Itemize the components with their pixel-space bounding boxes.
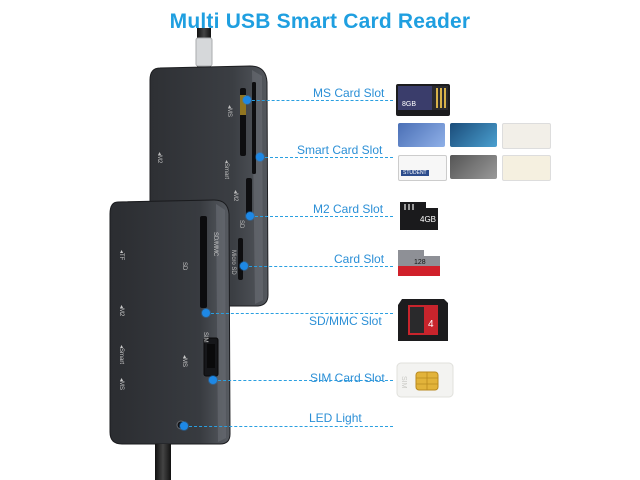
- label-ms-card-slot: MS Card Slot: [313, 86, 385, 100]
- svg-text:◂TF: ◂TF: [118, 250, 124, 261]
- sim-slot-dot: [209, 376, 217, 384]
- svg-text:128: 128: [414, 259, 426, 266]
- svg-text:SD: SD: [181, 262, 187, 271]
- back-slot-smart: [252, 82, 256, 174]
- micro-sd-card-icon: 128: [398, 250, 440, 276]
- sd-slot-dot: [202, 309, 210, 317]
- m2-slot-dot: [246, 212, 254, 220]
- m2-card-icon: 4GB: [400, 202, 438, 230]
- svg-text:SIM: SIM: [400, 376, 407, 389]
- card-slot-dot: [240, 262, 248, 270]
- svg-text:SD/MMC: SD/MMC: [212, 232, 218, 257]
- label-smart-card-slot: Smart Card Slot: [297, 143, 383, 157]
- svg-text:8GB: 8GB: [402, 101, 416, 108]
- back-slot-m2: [246, 178, 252, 218]
- led-dot: [180, 422, 188, 430]
- svg-text:◂M2: ◂M2: [232, 190, 238, 202]
- label-card-slot: Card Slot: [334, 252, 385, 266]
- smart-card-icon: STUDENT: [398, 123, 552, 189]
- label-led-light: LED Light: [309, 411, 362, 425]
- memory-stick-icon: 8GB: [396, 84, 450, 116]
- svg-text:◂M2: ◂M2: [156, 152, 162, 164]
- usb-cable-bottom: [155, 444, 171, 480]
- svg-text:4GB: 4GB: [420, 215, 436, 224]
- smart-slot-dot: [256, 153, 264, 161]
- label-sim-card-slot: SIM Card Slot: [310, 371, 385, 385]
- svg-text:◂MS: ◂MS: [118, 378, 124, 390]
- svg-text:◂M2: ◂M2: [118, 305, 124, 317]
- label-sd-mmc-slot: SD/MMC Slot: [309, 314, 382, 328]
- sd-card-icon: 4: [398, 299, 448, 341]
- svg-text:◂MS: ◂MS: [181, 355, 187, 367]
- back-slot-tf: [238, 238, 243, 280]
- ms-slot-dot: [243, 96, 251, 104]
- page-title: Multi USB Smart Card Reader: [169, 10, 471, 33]
- svg-text:◂Smart: ◂Smart: [118, 345, 124, 364]
- usb-plug: [195, 37, 213, 67]
- sim-card-icon: SIM: [396, 362, 454, 398]
- svg-text:SIM: SIM: [202, 332, 208, 343]
- svg-text:4: 4: [428, 319, 434, 330]
- svg-text:◂Smart: ◂Smart: [223, 160, 229, 179]
- front-slot-sd: [200, 216, 207, 308]
- front-unit-body: [109, 199, 231, 445]
- label-m2-card-slot: M2 Card Slot: [313, 202, 384, 216]
- svg-text:Micro SD: Micro SD: [230, 250, 236, 275]
- svg-text:◂MS: ◂MS: [226, 105, 232, 117]
- svg-text:SD: SD: [238, 220, 244, 229]
